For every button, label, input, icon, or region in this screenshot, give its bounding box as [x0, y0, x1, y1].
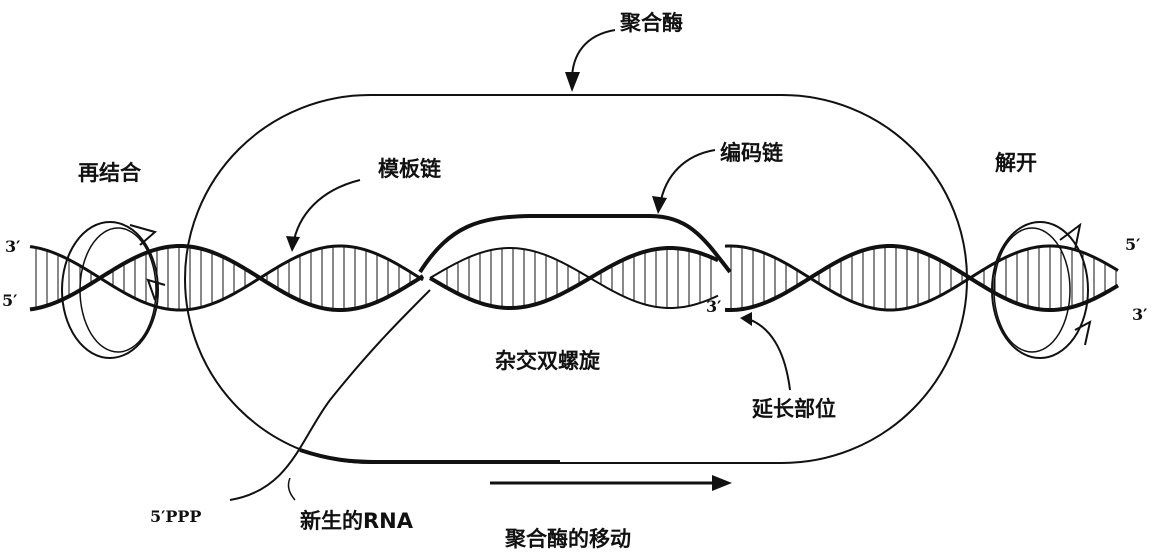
unwinding-label: 解开 [995, 151, 1037, 175]
right-dna-strand [724, 244, 1119, 312]
polymerase-label: 聚合酶 [619, 11, 683, 35]
rna-5-end-label: 5′PPP [150, 507, 201, 526]
hybrid-strand [428, 245, 719, 310]
rewinding-label: 再结合 [78, 161, 142, 185]
rna-3-end-label: 3′ [706, 297, 721, 316]
right-dna-strand [724, 243, 1120, 312]
left-dna-strand [29, 244, 424, 312]
arrowhead [740, 312, 752, 326]
left-top-end-label: 3′ [5, 237, 20, 256]
template-strand-label: 模板链 [378, 157, 442, 181]
arrowhead [286, 236, 300, 252]
dna-strands [29, 243, 1120, 312]
coding-pointer-arrow [659, 149, 716, 206]
nascent-rna-strand [229, 289, 431, 501]
polymerase-movement-label: 聚合酶的移动 [504, 527, 631, 551]
base-pairs [35, 246, 1117, 310]
rna-pointer [287, 477, 296, 501]
right-bottom-end-label: 3′ [1132, 305, 1147, 324]
left-bottom-end-label: 5′ [2, 291, 17, 310]
nascent-rna-label: 新生的RNA [300, 509, 414, 533]
left-dna-strand [29, 243, 425, 312]
elongation-pointer-arrow [744, 317, 791, 391]
arrowhead [712, 475, 732, 491]
elongation-site-label: 延长部位 [751, 397, 836, 421]
right-top-end-label: 5′ [1125, 235, 1140, 254]
polymerase-lower-edge [299, 448, 560, 464]
coding-strand [418, 214, 732, 274]
polymerase-body [184, 94, 968, 464]
hybrid-helix-label: 杂交双螺旋 [495, 349, 601, 373]
arrowhead [652, 196, 667, 214]
unwinding-rotation-arrow [991, 221, 1092, 359]
coding-strand-label: 编码链 [720, 141, 784, 165]
template-pointer-arrow [292, 179, 361, 246]
hybrid-strand [429, 247, 719, 310]
arrowhead [565, 72, 580, 92]
rewinding-rotation-arrow [61, 221, 166, 359]
